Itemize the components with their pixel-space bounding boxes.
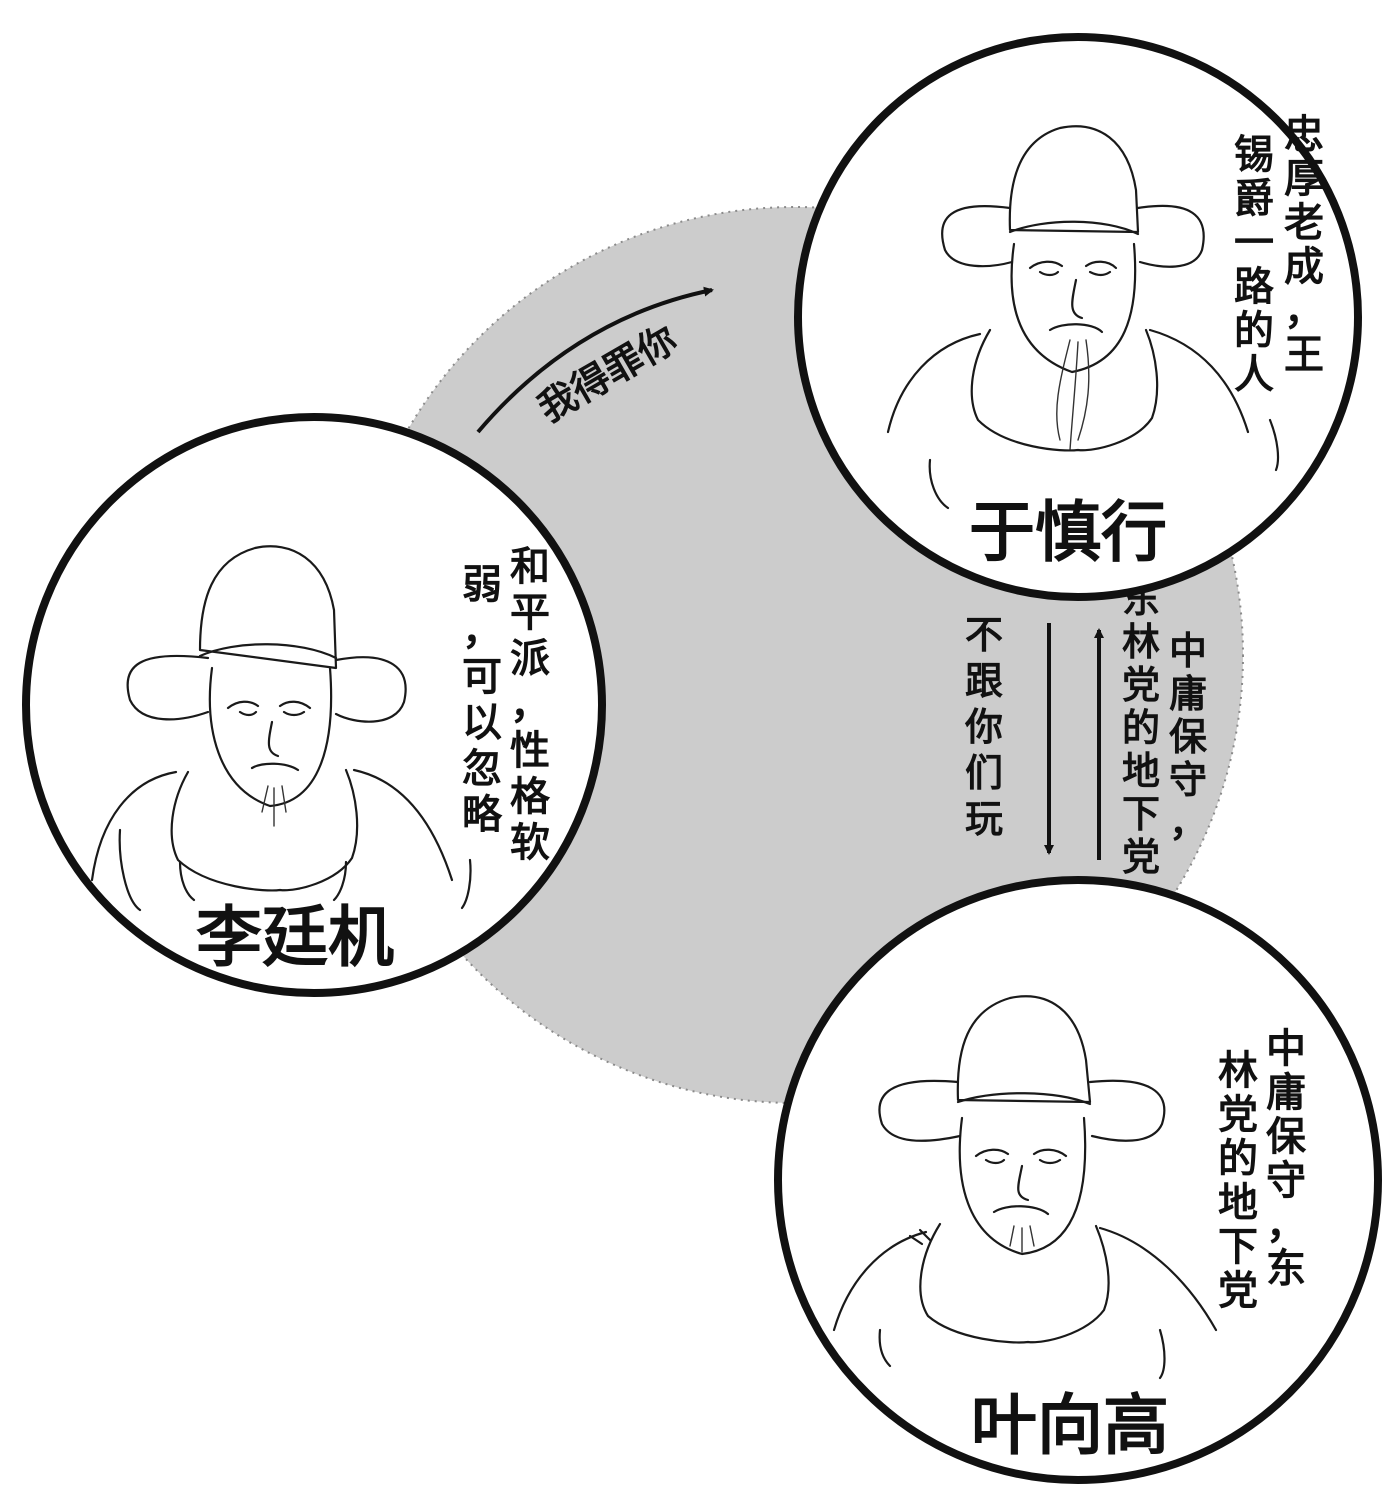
relation-label-yu-to-ye: 不跟你们玩 [964, 612, 1003, 841]
figure-yu-shenxing: 于慎行 忠厚老成，王 锡爵一路的人 [794, 33, 1362, 601]
figure-desc-ye-xianggao-col-2: 林党的地下党 [1218, 1047, 1258, 1314]
figure-desc-li-tingji-col-1: 和平派，性格软 [510, 543, 551, 866]
portrait-frame [774, 876, 1382, 1484]
figure-desc-yu-shenxing-col-2: 锡爵一路的人 [1234, 131, 1275, 398]
relation-label-ye-to-yu-col-2: 东林党的地下党 [1122, 576, 1160, 879]
figure-desc-ye-xianggao-col-1: 中庸保守，东 [1266, 1025, 1307, 1292]
figure-name-ye-xianggao: 叶向高 [971, 1386, 1169, 1464]
figure-name-li-tingji: 李廷机 [196, 898, 394, 976]
figure-desc-li-tingji-col-2: 弱，可以忽略 [462, 561, 503, 838]
figure-desc-yu-shenxing-col-1: 忠厚老成，王 [1284, 111, 1324, 378]
figure-name-yu-shenxing: 于慎行 [969, 493, 1167, 571]
official-portrait-icon [90, 545, 472, 912]
official-portrait-icon [832, 995, 1218, 1380]
portrait-frame [22, 413, 606, 997]
figure-ye-xianggao: 叶向高 中庸保守，东 林党的地下党 [774, 876, 1382, 1484]
official-portrait-icon [886, 125, 1280, 510]
relation-label-ye-to-yu-col-1: 中庸保守， [1169, 628, 1208, 845]
figure-li-tingji: 李廷机 和平派，性格软 弱，可以忽略 [22, 413, 606, 997]
arrow-li-to-yu [476, 286, 714, 434]
